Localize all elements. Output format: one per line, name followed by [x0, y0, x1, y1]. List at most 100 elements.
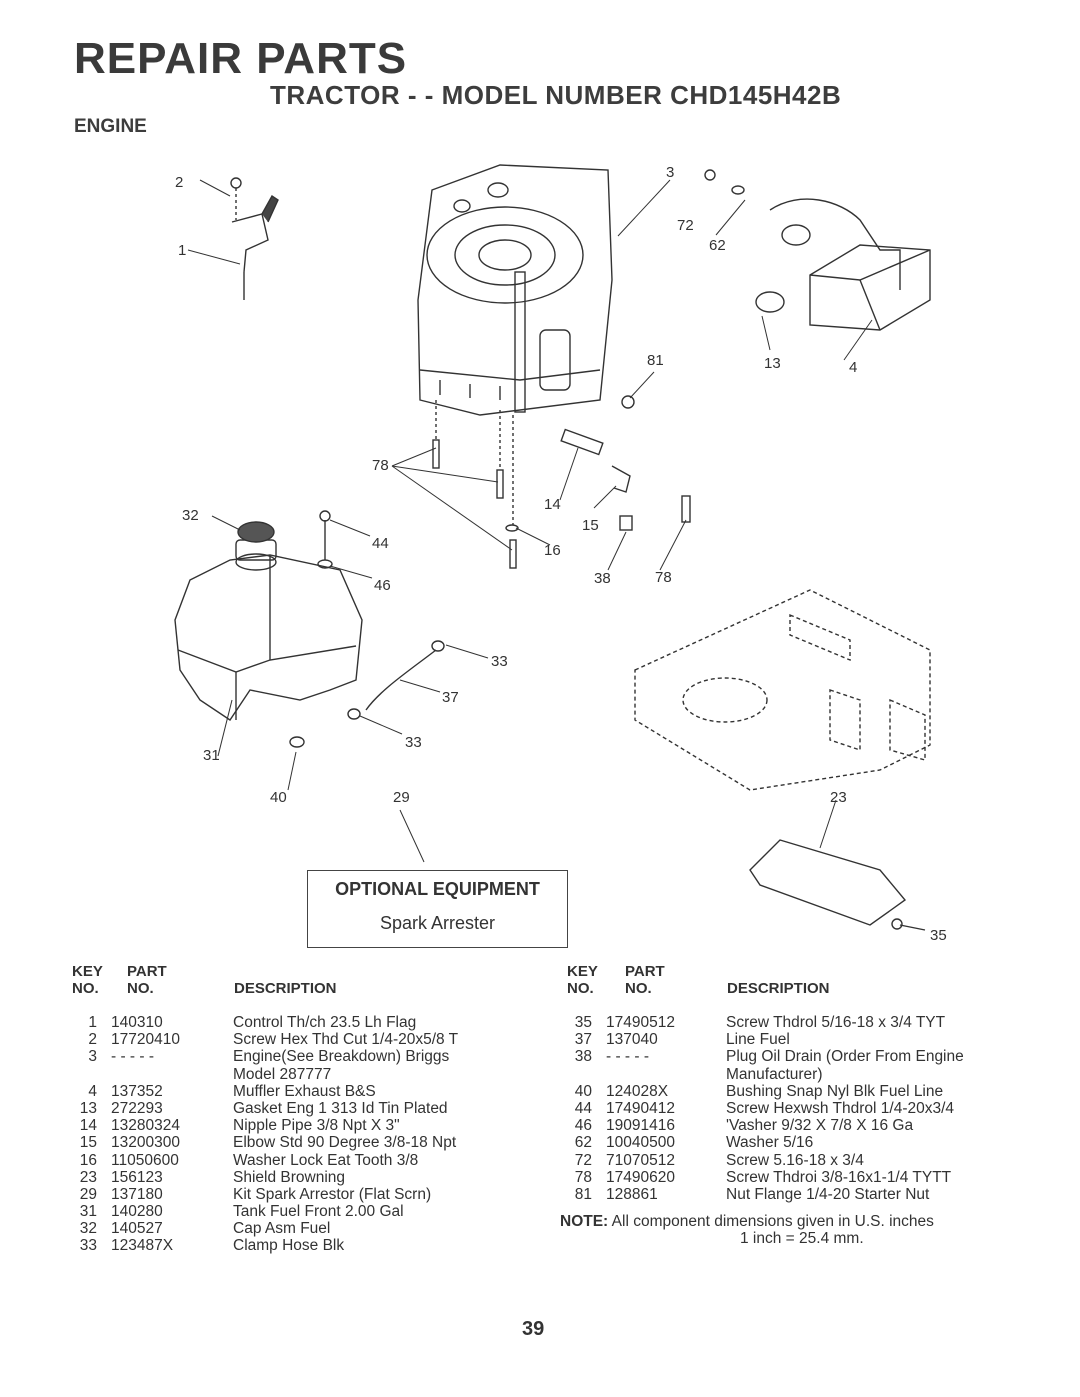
callout: 1 [178, 242, 186, 259]
callout: 33 [405, 734, 422, 751]
section-heading: ENGINE [74, 116, 147, 137]
page-title: REPAIR PARTS [74, 34, 408, 83]
optional-equipment-heading: OPTIONAL EQUIPMENT [335, 879, 540, 899]
description-header: DESCRIPTION [234, 980, 337, 997]
part-number: 13280324 [111, 1117, 180, 1135]
model-subtitle: TRACTOR - - MODEL NUMBER CHD145H42B [270, 80, 842, 110]
description-header: DESCRIPTION [727, 980, 830, 997]
part-description: Washer Lock Eat Tooth 3/8 [233, 1151, 419, 1169]
part-number: 140310 [111, 1014, 163, 1031]
key-number: 3 [88, 1048, 97, 1066]
table-row: 33 123487X Clamp Hose Blk [73, 1237, 553, 1254]
part-number: 13200300 [111, 1134, 180, 1152]
key-number: 2 [88, 1031, 97, 1049]
part-description: Cap Asm Fuel [233, 1220, 331, 1238]
part-description: Screw 5.16-18 x 3/4 [726, 1151, 864, 1169]
callout: 38 [594, 570, 611, 587]
key-number: 46 [574, 1117, 592, 1135]
part-number: 124028X [606, 1082, 669, 1100]
part-number: 123487X [111, 1237, 174, 1255]
part-description: Bushing Snap Nyl Blk Fuel Line [726, 1082, 944, 1100]
callout: 37 [442, 689, 459, 706]
table-row: 31 140280 Tank Fuel Front 2.00 Gal [73, 1203, 553, 1220]
part-description: Kit Spark Arrestor (Flat Scrn) [233, 1185, 432, 1203]
callout: 31 [203, 747, 220, 764]
key-number: 31 [79, 1203, 97, 1221]
part-description: Screw Hexwsh Thdrol 1/4-20x3/4 [726, 1099, 955, 1117]
part-number: - - - - - [111, 1048, 155, 1066]
callout: 15 [582, 517, 599, 534]
part-number: 11050600 [111, 1151, 179, 1169]
key-number: 38 [574, 1048, 592, 1066]
callout: 4 [849, 359, 857, 376]
table-row: 44 17490412 Screw Hexwsh Thdrol 1/4-20x3/4 [570, 1100, 1040, 1117]
callout: 44 [372, 535, 389, 552]
part-description: Plug Oil Drain (Order From Engine [726, 1048, 964, 1066]
key-number: 72 [574, 1151, 592, 1169]
key-number: 78 [574, 1168, 592, 1186]
callout: 3 [666, 164, 674, 181]
callout: 16 [544, 542, 561, 559]
part-description: Nipple Pipe 3/8 Npt X 3" [233, 1117, 400, 1135]
shield-drawing [749, 839, 926, 931]
part-number: 19091416 [606, 1117, 675, 1135]
key-number: 13 [79, 1099, 97, 1117]
note-label: NOTE: [560, 1213, 609, 1230]
part-description: Washer 5/16 [726, 1134, 814, 1152]
callout: 78 [372, 457, 389, 474]
part-description: Nut Flange 1/4-20 Starter Nut [726, 1185, 930, 1203]
key-number: 14 [79, 1117, 97, 1135]
engine-drawing [417, 164, 613, 416]
key-number: 4 [88, 1082, 97, 1100]
part-description: Shield Browning [233, 1168, 346, 1186]
part-description: Tank Fuel Front 2.00 Gal [233, 1203, 404, 1221]
key-number: 37 [574, 1031, 592, 1049]
key-number: 81 [574, 1185, 592, 1203]
key-number: 33 [79, 1237, 97, 1255]
part-number: 140280 [111, 1203, 163, 1221]
callout: 35 [930, 927, 947, 944]
part-description: Engine(See Breakdown) Briggs [233, 1048, 450, 1066]
part-description: Manufacturer) [726, 1065, 823, 1083]
key-number: 44 [574, 1099, 592, 1117]
key-number: 29 [79, 1185, 97, 1203]
part-description: Clamp Hose Blk [233, 1237, 345, 1255]
callout: 78 [655, 569, 672, 586]
part-description: Screw Thdrol 5/16-18 x 3/4 TYT [726, 1014, 946, 1031]
part-number: 17720410 [111, 1031, 180, 1049]
part-number: 10040500 [606, 1134, 675, 1152]
table-row: Model 287777 [73, 1066, 553, 1083]
table-row: 40 124028X Bushing Snap Nyl Blk Fuel Line [570, 1083, 1040, 1100]
optional-equipment-item: Spark Arrester [379, 913, 496, 933]
fuel-line-drawing [289, 510, 445, 748]
frame-drawing [634, 589, 931, 791]
key-number: 16 [79, 1151, 97, 1169]
part-description: Control Th/ch 23.5 Lh Flag [233, 1014, 417, 1031]
part-description: Model 287777 [233, 1065, 332, 1083]
callout: 14 [544, 496, 561, 513]
key-number: 23 [79, 1168, 97, 1186]
callout: 46 [374, 577, 391, 594]
part-number: 17490412 [606, 1099, 675, 1117]
key-no-header: KEY NO. [567, 963, 598, 997]
part-number: 17490620 [606, 1168, 675, 1186]
fuel-fittings-drawing [432, 395, 691, 569]
callout: 40 [270, 789, 287, 806]
callout: 29 [393, 789, 410, 806]
key-number: 40 [574, 1082, 592, 1100]
key-no-header: KEY NO. [72, 963, 103, 997]
note-line2: 1 inch = 25.4 mm. [740, 1230, 864, 1247]
